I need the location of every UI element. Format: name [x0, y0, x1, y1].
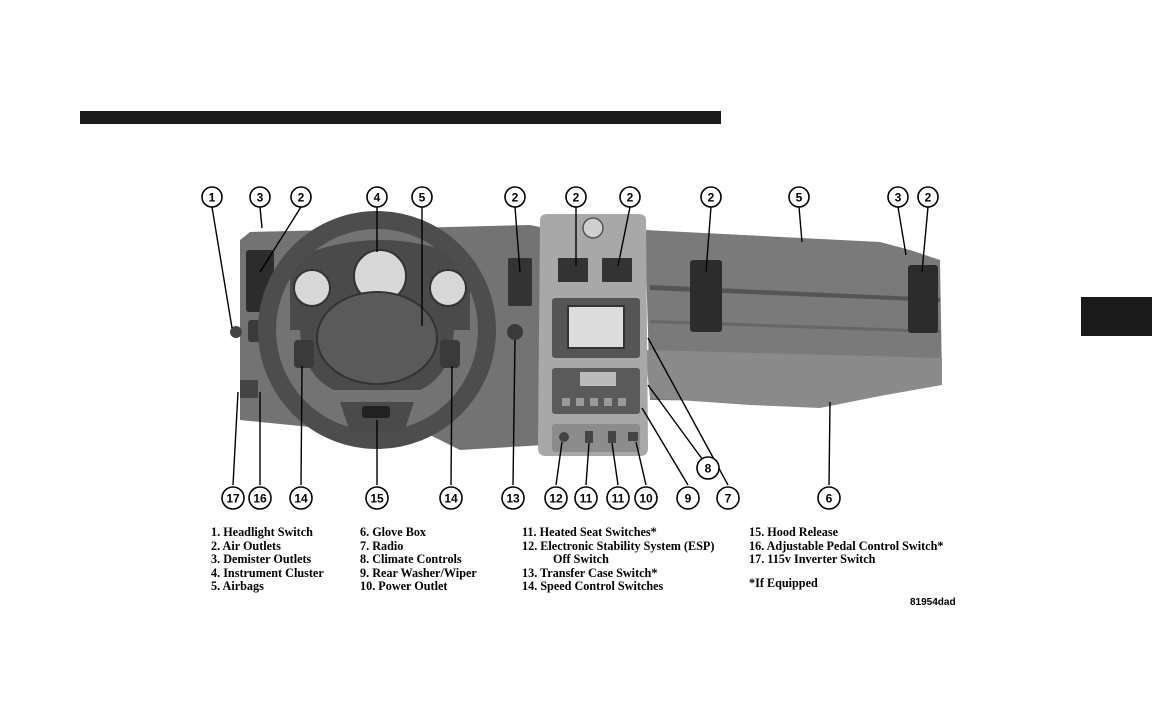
radio-screen — [567, 305, 625, 349]
dashboard-illustration: 1 3 2 4 5 2 2 2 2 5 3 2 17 16 14 15 14 1… — [201, 186, 942, 510]
callout-bottom-12: 7 — [725, 492, 732, 506]
legend-item: 4. Instrument Cluster — [211, 565, 324, 580]
callout-top-12: 2 — [925, 191, 932, 205]
speed-control-left — [294, 340, 314, 368]
transfer-case-switch — [507, 324, 523, 340]
callout-top-5: 5 — [419, 191, 426, 205]
callout-bottom-4: 15 — [370, 492, 384, 506]
callout-bottom-2: 16 — [253, 492, 267, 506]
equipped-note: *If Equipped — [749, 575, 818, 590]
heated-seat-switch-right — [608, 431, 616, 443]
power-outlet — [628, 432, 638, 441]
switch-row — [552, 424, 640, 452]
callout-bottom-6: 13 — [506, 492, 520, 506]
callouts-bottom — [221, 456, 841, 510]
callout-bottom-11: 9 — [685, 492, 692, 506]
header-rule — [80, 111, 721, 124]
dashboard-figure: 1 3 2 4 5 2 2 2 2 5 3 2 17 16 14 15 14 1… — [190, 180, 970, 520]
legend-item: 1. Headlight Switch — [211, 525, 313, 539]
legend-item: 16. Adjustable Pedal Control Switch* — [749, 538, 944, 553]
center-vent-right — [602, 258, 632, 282]
callout-top-7: 2 — [573, 191, 580, 205]
callout-bottom-8: 11 — [580, 492, 593, 506]
legend-column-4: 15. Hood Release 16. Adjustable Pedal Co… — [749, 525, 944, 590]
callout-bottom-3: 14 — [294, 492, 308, 506]
legend-column-3: 11. Heated Seat Switches* 12. Electronic… — [522, 525, 715, 594]
right-outer-vent — [908, 265, 938, 333]
callout-top-6: 2 — [512, 191, 519, 205]
legend-item: 3. Demister Outlets — [211, 552, 312, 567]
callout-bottom-5: 14 — [444, 492, 458, 506]
center-clock — [582, 217, 604, 239]
legend-item: 5. Airbags — [211, 579, 264, 594]
legend-item: 13. Transfer Case Switch* — [522, 565, 658, 580]
legend-item: 10. Power Outlet — [360, 579, 448, 594]
callouts-top — [201, 186, 939, 208]
hood-release — [362, 406, 390, 418]
callout-side-8: 8 — [705, 462, 712, 476]
callout-bottom-7: 12 — [549, 492, 563, 506]
left-center-vent — [508, 258, 532, 306]
gauge-left — [293, 269, 331, 307]
legend-item: 9. Rear Washer/Wiper — [360, 565, 477, 580]
headlight-switch — [230, 326, 242, 338]
figure-id: 81954dad — [910, 597, 956, 608]
legend-item: 7. Radio — [360, 538, 404, 553]
inverter-switch-panel — [240, 380, 258, 398]
esp-off-switch — [559, 432, 569, 442]
callout-top-8: 2 — [627, 191, 634, 205]
chapter-tab — [1081, 297, 1152, 336]
legend-item: 2. Air Outlets — [211, 538, 281, 553]
callout-top-2: 3 — [257, 191, 264, 205]
center-vent-left — [558, 258, 588, 282]
heated-seat-switch-left — [585, 431, 593, 443]
callout-top-1: 1 — [209, 191, 216, 205]
legend-column-2: 6. Glove Box 7. Radio 8. Climate Control… — [360, 525, 477, 594]
speed-control-right — [440, 340, 460, 368]
legend-item: 17. 115v Inverter Switch — [749, 552, 876, 567]
driver-airbag — [316, 291, 438, 385]
callout-top-3: 2 — [298, 191, 305, 205]
legend-column-1: 1. Headlight Switch 2. Air Outlets 3. De… — [211, 525, 324, 594]
callout-top-4: 4 — [374, 191, 381, 205]
callout-top-10: 5 — [796, 191, 803, 205]
legend-item: 15. Hood Release — [749, 525, 839, 539]
right-center-vent — [690, 260, 722, 332]
callout-bottom-10: 10 — [639, 492, 653, 506]
legend-item: 11. Heated Seat Switches* — [522, 525, 657, 539]
callout-bottom-1: 17 — [226, 492, 240, 506]
legend-item: 8. Climate Controls — [360, 552, 462, 567]
callout-bottom-13: 6 — [826, 492, 833, 506]
callout-top-9: 2 — [708, 191, 715, 205]
legend-item: 6. Glove Box — [360, 525, 427, 539]
legend-item: 14. Speed Control Switches — [522, 579, 664, 594]
legend-item: 12. Electronic Stability System (ESP) — [522, 538, 715, 553]
callout-top-11: 3 — [895, 191, 902, 205]
glove-box — [645, 350, 942, 408]
gauge-right — [429, 269, 467, 307]
callout-bottom-9: 11 — [612, 492, 625, 506]
leader-lines — [211, 206, 929, 486]
legend-item-continuation: Off Switch — [553, 552, 609, 567]
